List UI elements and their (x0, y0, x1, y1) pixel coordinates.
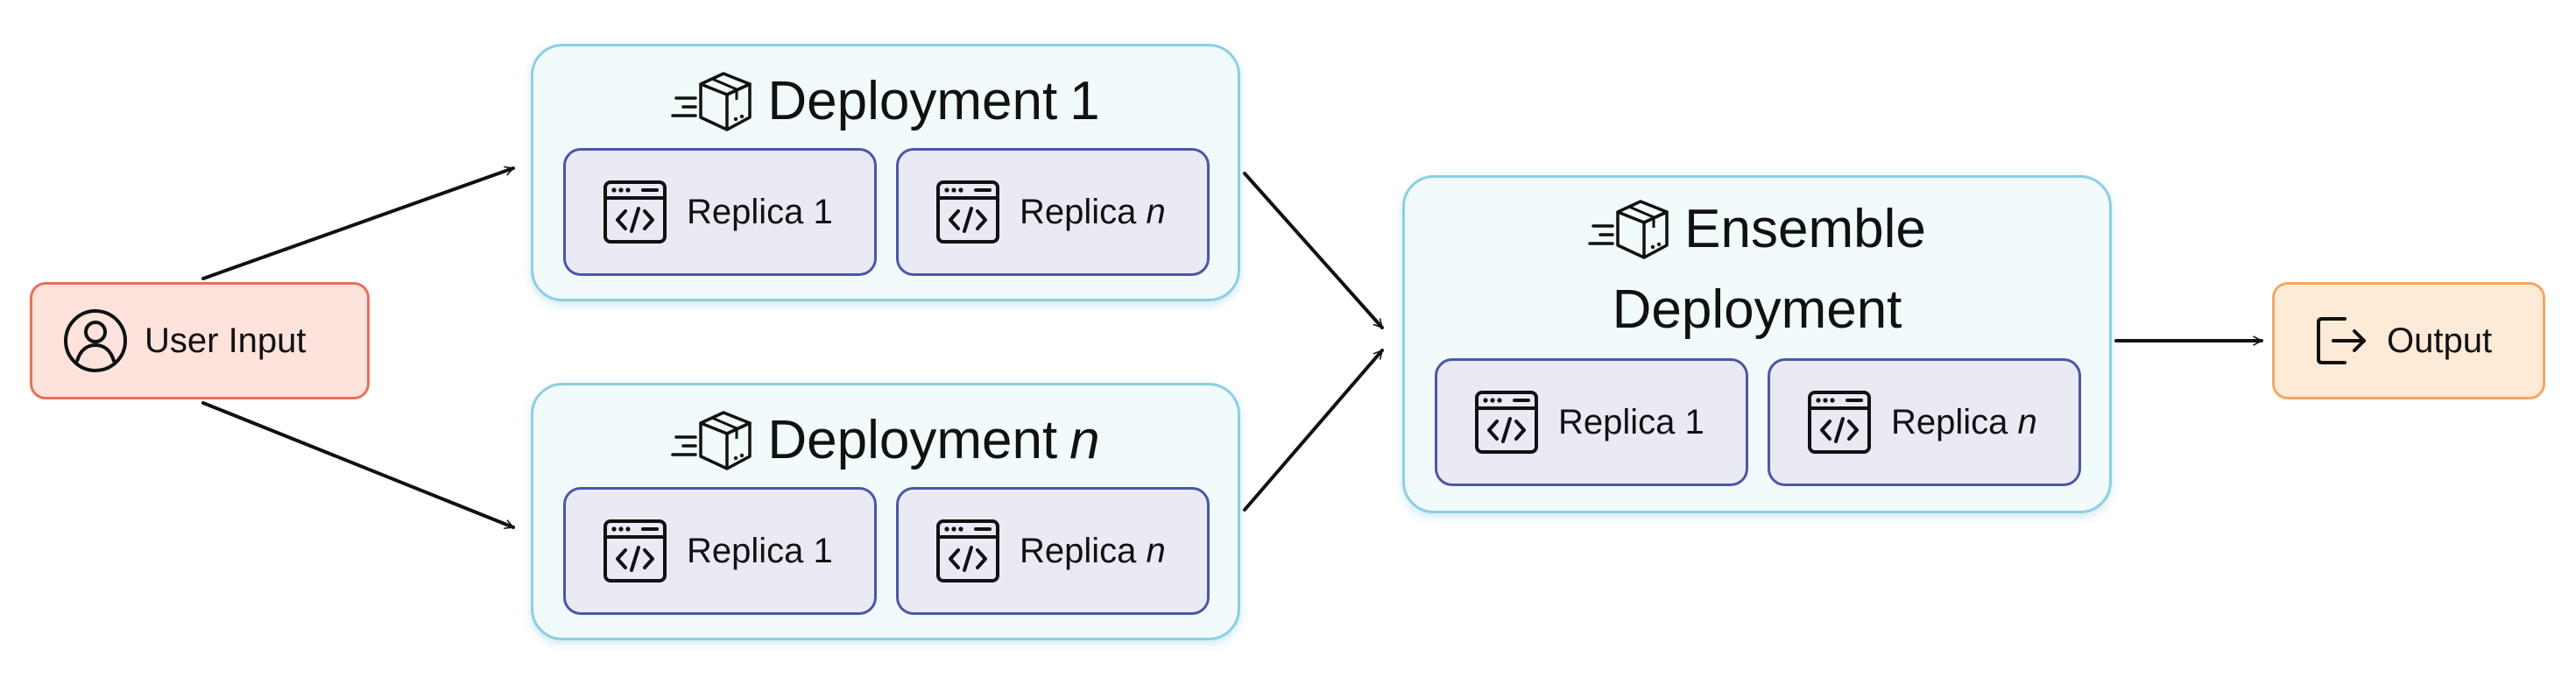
code-window-icon (603, 519, 667, 582)
deployment-1-title: Deployment 1 (533, 66, 1238, 136)
deployment-n-title-suffix: n (1069, 409, 1100, 470)
package-delivery-icon (671, 72, 752, 131)
exit-icon (2317, 317, 2366, 364)
arrow-deployment-n-to-ensemble (1243, 349, 1384, 512)
deployment-n: Deployment n Replica 1 Replica (531, 383, 1240, 640)
deployment-1: Deployment 1 Replica 1 Replica (531, 44, 1240, 301)
replica-label: Replica n (1020, 531, 1166, 570)
replica-label: Replica 1 (687, 531, 833, 570)
package-delivery-icon (671, 411, 752, 470)
package-delivery-icon (1588, 200, 1669, 259)
code-window-icon (1475, 391, 1538, 454)
deployment-1-title-suffix: 1 (1069, 70, 1100, 131)
deployment-1-title-word: Deployment (767, 70, 1058, 131)
ensemble-replica-1: Replica 1 (1435, 358, 1748, 486)
ensemble-title-line-2: Deployment (1612, 279, 1902, 340)
code-window-icon (1808, 391, 1871, 454)
code-window-icon (603, 180, 667, 244)
replica-label: Replica 1 (1558, 402, 1704, 441)
arrow-input-to-deployment-n (201, 401, 515, 529)
output-label: Output (2387, 321, 2493, 360)
user-input-label: User Input (145, 321, 307, 360)
ensemble-deployment: Ensemble Deployment Replica 1 Re (1402, 175, 2112, 513)
code-window-icon (936, 180, 999, 244)
ensemble-title-line-1: Ensemble (1684, 198, 1926, 259)
arrow-deployment-1-to-ensemble (1243, 172, 1384, 329)
deployment-1-replica-1: Replica 1 (563, 148, 877, 276)
arrow-input-to-deployment-1 (201, 166, 515, 280)
ensemble-replica-n: Replica n (1768, 358, 2081, 486)
deployment-n-replica-1: Replica 1 (563, 487, 877, 615)
code-window-icon (936, 519, 999, 582)
deployment-n-title: Deployment n (533, 405, 1238, 475)
user-input-node: User Input (30, 282, 370, 399)
output-node: Output (2272, 282, 2545, 399)
replica-label: Replica n (1020, 192, 1166, 231)
ensemble-deployment-title: Ensemble (1405, 194, 2109, 264)
deployment-n-replica-n: Replica n (896, 487, 1210, 615)
user-circle-icon (64, 309, 127, 372)
replica-label: Replica 1 (687, 192, 833, 231)
deployment-1-replica-n: Replica n (896, 148, 1210, 276)
replica-label: Replica n (1891, 402, 2037, 441)
deployment-n-title-word: Deployment (767, 409, 1058, 470)
